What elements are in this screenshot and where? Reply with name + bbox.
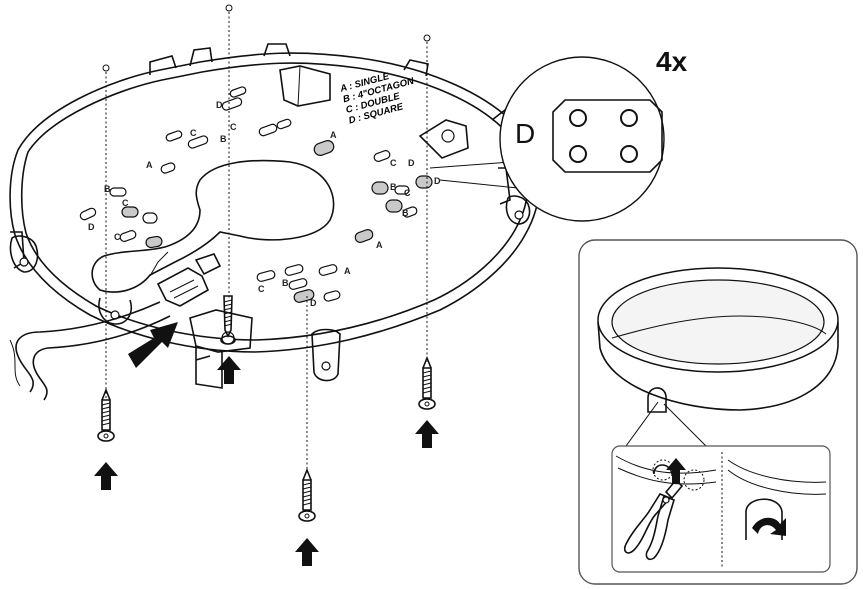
hole-label: C: [404, 188, 411, 198]
hole-label: B: [104, 184, 111, 194]
hole-label: B: [390, 182, 397, 192]
hole-label: D: [408, 158, 415, 168]
arrow-up-icon: [295, 538, 319, 566]
hole-label: B: [220, 134, 227, 144]
arrow-up-icon: [415, 420, 439, 448]
alignment-guides: [102, 4, 431, 472]
hole-label: B: [402, 208, 409, 218]
zoom-callout: [429, 56, 665, 222]
hole-label: B: [282, 278, 289, 288]
hole-label: A: [330, 130, 337, 140]
hole-label: D: [88, 222, 95, 232]
hole-label: A: [376, 240, 383, 250]
cutter-icon: [615, 455, 717, 561]
insert-arrow-icon: [128, 322, 178, 368]
network-cable: [9, 253, 222, 401]
hole-label: D: [310, 298, 317, 308]
hole-label: C: [190, 128, 197, 138]
hole-label: D: [216, 100, 223, 110]
quantity-label: 4x: [656, 46, 688, 77]
hole-label: C: [122, 198, 129, 208]
hole-label: C: [230, 122, 237, 132]
hole-label: C: [258, 284, 265, 294]
screw-icon: [97, 387, 115, 442]
screw-group: [97, 295, 436, 522]
screw-icon: [220, 295, 236, 345]
trim-ring-panel: [578, 239, 858, 585]
screw-icon: [298, 467, 316, 522]
hole-label: A: [146, 160, 153, 170]
arrow-up-icon: [217, 356, 241, 384]
cable-clip: [189, 309, 253, 389]
hole-label: A: [344, 266, 351, 276]
hole-label-group: D C B C A A C B C D C B D A C B D C B D: [88, 100, 441, 308]
arrow-up-icon: [94, 462, 118, 490]
mounting-holes: [79, 86, 433, 303]
screw-icon: [418, 355, 436, 410]
mounting-plate: D C B C A A C B C D C B D A C B D C B D: [9, 43, 541, 382]
hole-label: D: [434, 176, 441, 186]
zoom-letter-label: D: [515, 118, 536, 149]
up-arrow-group: [94, 356, 439, 566]
hole-label: C: [390, 158, 397, 168]
hole-label: C: [114, 232, 121, 242]
rotate-icon: [727, 459, 827, 540]
